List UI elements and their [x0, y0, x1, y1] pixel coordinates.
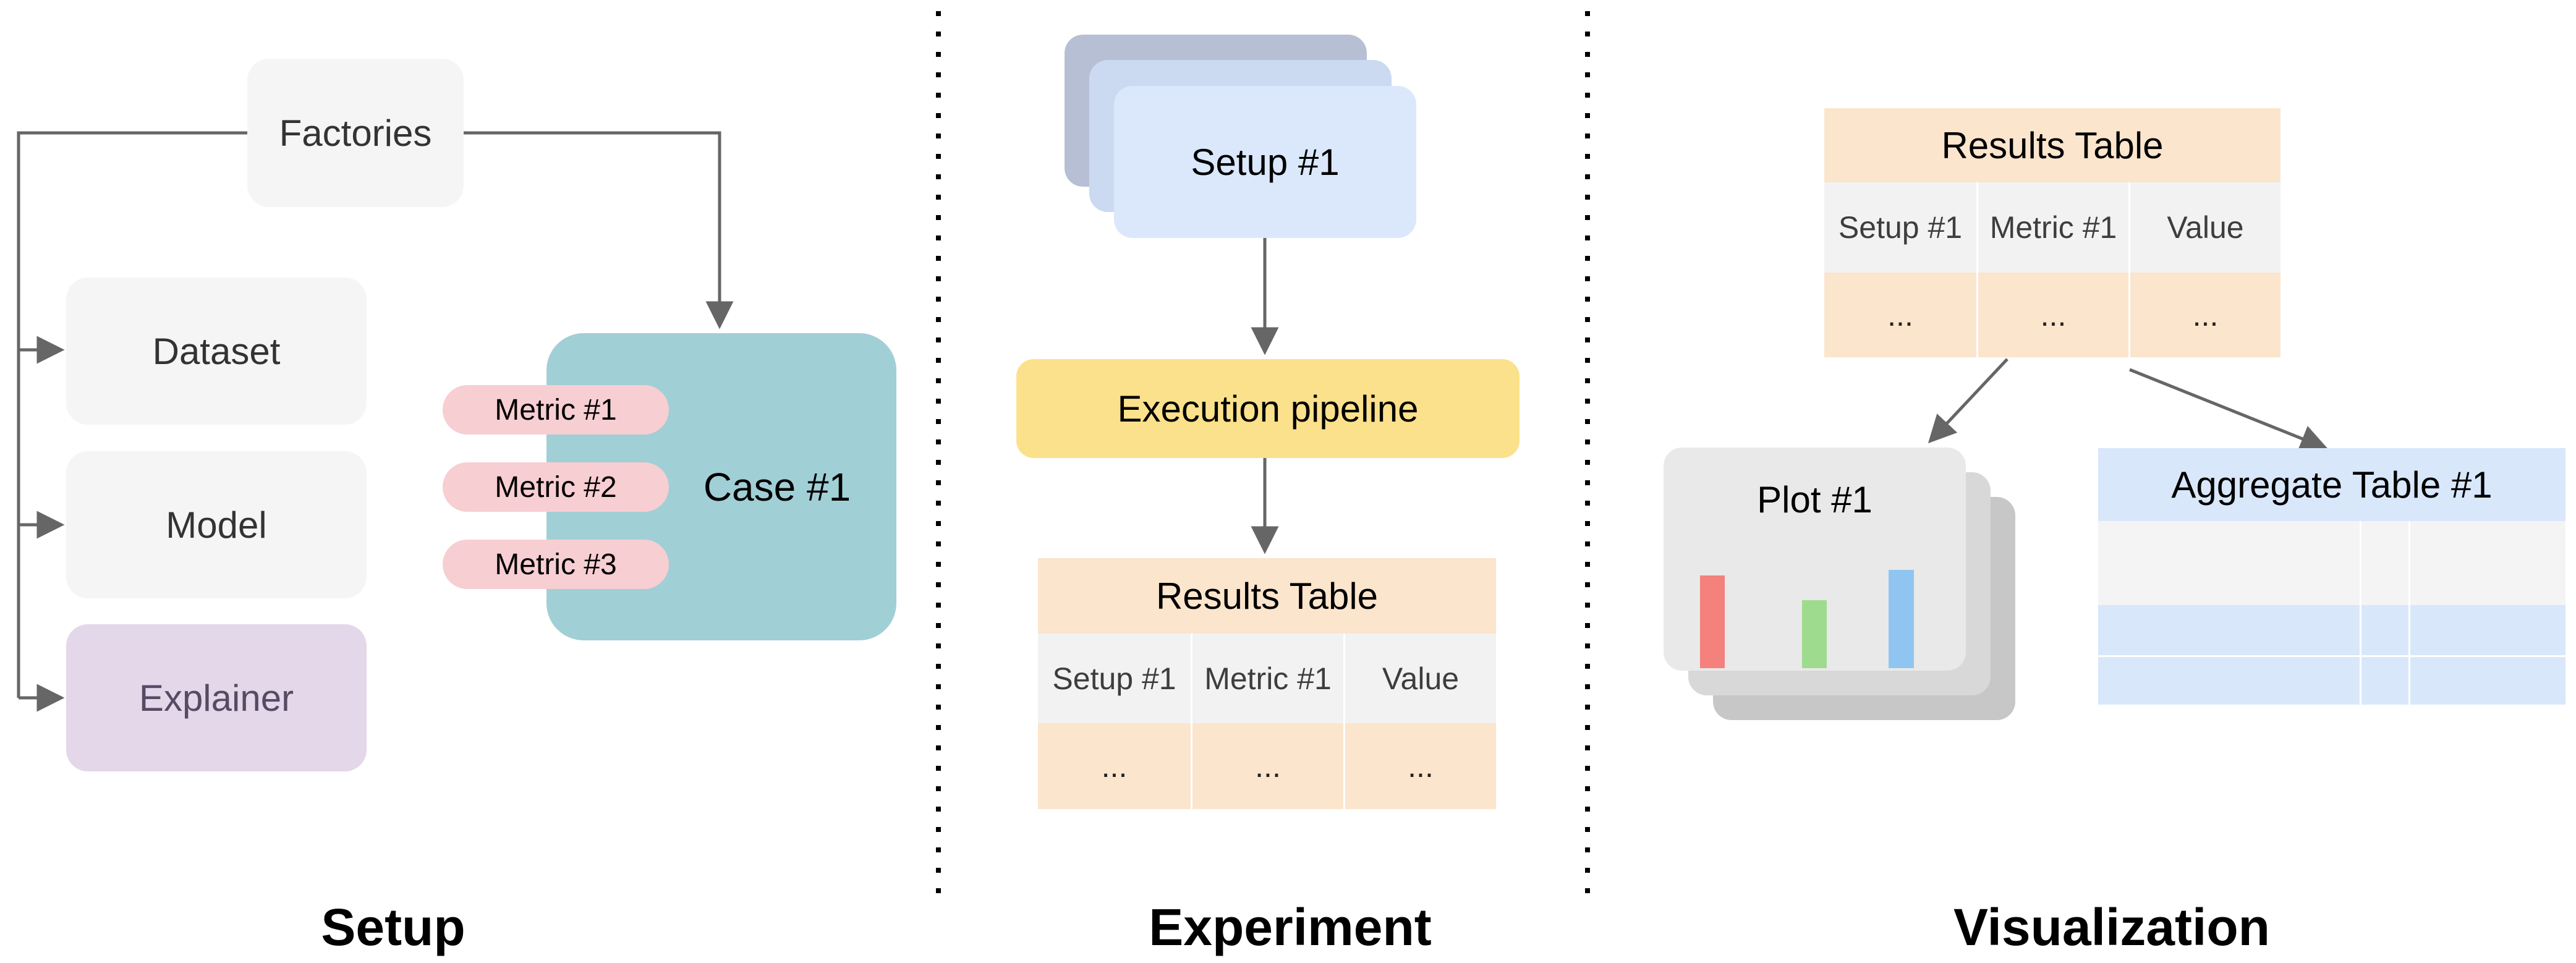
model-box: Model	[66, 451, 367, 598]
results-table: Results Table Setup #1 Metric #1 Value .…	[1038, 558, 1496, 809]
setup-card: Setup #1	[1114, 86, 1416, 238]
metric-pill: Metric #1	[443, 385, 669, 435]
plot-card: Plot #1	[1664, 448, 1966, 671]
table-row	[2098, 655, 2565, 705]
arrow-results-to-plot	[1928, 358, 2009, 444]
table-column-header: Setup #1	[1052, 661, 1176, 696]
experiment-section-label: Experiment	[1149, 898, 1432, 956]
bar-green	[1802, 600, 1827, 668]
results-table-title: Results Table	[1824, 108, 2281, 182]
table-cell	[2098, 605, 2360, 655]
table-cell	[2408, 521, 2565, 605]
table-header-row: Setup #1 Metric #1 Value	[1824, 182, 2281, 273]
table-row: ... ... ...	[1824, 273, 2281, 357]
table-cell	[2098, 657, 2360, 705]
setup-section-label: Setup	[321, 898, 465, 956]
table-cell	[2408, 605, 2565, 655]
metric-pill: Metric #2	[443, 462, 669, 512]
arrow-results-to-aggregate	[2129, 368, 2329, 452]
metric-pill: Metric #3	[443, 540, 669, 589]
table-column-header: Metric #1	[1976, 182, 2128, 273]
table-cell	[2360, 521, 2408, 605]
table-cell	[2098, 521, 2360, 605]
table-header-row: Setup #1 Metric #1 Value	[1038, 634, 1496, 723]
table-cell	[2360, 657, 2408, 705]
results-table-title: Results Table	[1038, 558, 1496, 634]
section-divider	[936, 11, 941, 900]
execution-pipeline-box: Execution pipeline	[1016, 359, 1520, 458]
table-column-header: Setup #1	[1838, 210, 1963, 245]
table-row	[2098, 521, 2565, 605]
table-cell: ...	[1976, 273, 2128, 357]
table-row	[2098, 605, 2565, 655]
visualization-section-label: Visualization	[1953, 898, 2270, 956]
table-column-header: Metric #1	[1191, 634, 1343, 723]
table-cell: ...	[1101, 749, 1128, 784]
table-column-header: Value	[2128, 182, 2281, 273]
aggregate-table-title: Aggregate Table #1	[2098, 448, 2565, 521]
table-column-header: Value	[1343, 634, 1496, 723]
aggregate-table: Aggregate Table #1	[2098, 448, 2565, 705]
arrow-factories-to-case	[464, 131, 734, 329]
bar-red	[1700, 575, 1725, 668]
table-cell	[2360, 605, 2408, 655]
table-row: ... ... ...	[1038, 723, 1496, 809]
section-divider	[1585, 11, 1590, 900]
dataset-box: Dataset	[66, 278, 367, 425]
results-table: Results Table Setup #1 Metric #1 Value .…	[1824, 108, 2281, 357]
table-cell: ...	[1191, 723, 1343, 809]
table-cell: ...	[2128, 273, 2281, 357]
table-cell: ...	[1343, 723, 1496, 809]
bar-blue	[1889, 570, 1914, 668]
table-cell: ...	[1887, 297, 1913, 333]
table-cell	[2408, 657, 2565, 705]
explainer-box: Explainer	[66, 624, 367, 771]
plot-title: Plot #1	[1757, 479, 1872, 520]
case-box: Case #1	[546, 333, 896, 640]
factories-box: Factories	[247, 59, 464, 207]
